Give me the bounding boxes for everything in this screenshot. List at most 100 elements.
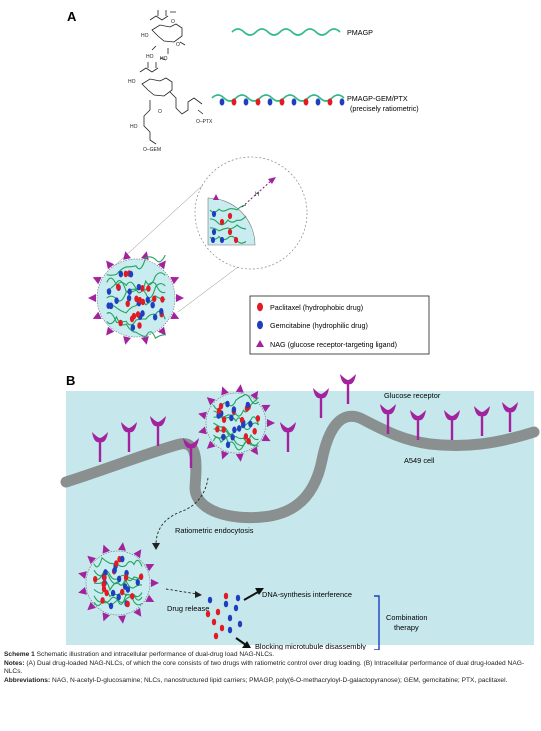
legend-item-gemcitabine: Gemcitabine (hydrophilic drug) — [257, 320, 368, 330]
paclitaxel-marker — [215, 608, 221, 616]
paclitaxel-marker — [120, 588, 125, 596]
microtubule-label: Blocking microtubule disassembly — [255, 642, 366, 650]
nag-ligand — [123, 336, 131, 345]
gemcitabine-marker — [225, 441, 231, 449]
gemcitabine-marker — [237, 620, 243, 628]
polymer-chain — [213, 397, 259, 419]
paclitaxel-marker — [255, 415, 261, 422]
paclitaxel-marker — [223, 592, 229, 600]
paclitaxel-marker — [118, 319, 123, 327]
nag-ligand — [87, 555, 96, 565]
nag-ligand — [198, 411, 207, 420]
nag-ligand — [145, 563, 155, 572]
nanoparticle-a — [88, 251, 184, 345]
panel-a-label: A — [67, 9, 77, 24]
gemcitabine-marker — [267, 98, 273, 106]
gem-tag: O–GEM — [143, 147, 161, 153]
svg-text:NAG (glucose receptor-targetin: NAG (glucose receptor-targeting ligand) — [270, 340, 397, 349]
gemcitabine-marker — [116, 593, 121, 601]
glucose-receptor-icon — [474, 406, 490, 417]
nag-ligand — [78, 587, 87, 595]
nag-ligand — [206, 397, 216, 406]
paclitaxel-marker — [218, 402, 224, 410]
gemcitabine-marker — [128, 270, 134, 278]
paclitaxel-marker — [246, 437, 251, 445]
nag-ligand — [133, 549, 142, 559]
zoom-circle — [194, 156, 308, 270]
svg-text:HO: HO — [141, 33, 149, 39]
paclitaxel-marker — [102, 574, 107, 581]
nag-ligand — [118, 615, 126, 624]
paclitaxel-marker — [131, 312, 137, 320]
svg-text:Gemcitabine (hydrophilic drug): Gemcitabine (hydrophilic drug) — [270, 321, 368, 330]
nag-ligand — [106, 326, 115, 336]
nag-ligand — [92, 311, 102, 319]
paclitaxel-marker — [219, 624, 225, 632]
abbreviations-label: Abbreviations: — [4, 676, 51, 684]
nag-ligand — [88, 294, 96, 302]
released-drugs — [205, 592, 243, 640]
release-arrow-icon — [195, 591, 202, 598]
glucose-receptor-icon — [280, 422, 296, 433]
svg-text:O: O — [176, 42, 180, 48]
combination-bracket — [374, 595, 380, 650]
ptx-tag: O–PTX — [196, 119, 213, 125]
gemcitabine-marker — [135, 579, 140, 586]
glucose-receptor-icon — [121, 422, 137, 433]
gemcitabine-marker — [225, 400, 230, 408]
paclitaxel-marker — [327, 98, 333, 106]
chain-drug-markers — [219, 98, 345, 106]
gemcitabine-marker — [110, 589, 116, 597]
polymer-chain — [212, 435, 259, 447]
nag-ligand — [151, 579, 159, 587]
paclitaxel-marker — [303, 98, 309, 106]
paclitaxel-marker — [160, 296, 165, 303]
paclitaxel-marker — [252, 427, 257, 435]
gemcitabine-marker — [112, 566, 117, 574]
gemcitabine-marker — [241, 421, 246, 429]
paclitaxel-marker — [135, 311, 141, 318]
svg-text:Paclitaxel (hydrophobic drug): Paclitaxel (hydrophobic drug) — [270, 303, 363, 312]
svg-text:HO: HO — [160, 56, 168, 62]
notes-label: Notes: — [4, 659, 25, 667]
glucose-receptor-icon — [92, 432, 108, 443]
glucose-receptor-icon — [502, 402, 518, 413]
nag-ligand — [102, 544, 111, 554]
nag-ligand — [250, 446, 259, 456]
a549-cell-label: A549 cell — [404, 456, 435, 465]
paclitaxel-marker — [114, 560, 119, 567]
paclitaxel-marker — [213, 632, 219, 640]
pmagp-drug-label: PMAGP-GEM/PTX — [347, 94, 408, 103]
gemcitabine-marker — [221, 433, 226, 441]
red-oval-icon — [257, 302, 263, 312]
pmagp-label: PMAGP — [347, 28, 373, 37]
nag-ligand — [213, 194, 219, 200]
polymer-chain — [213, 422, 259, 442]
gemcitabine-marker — [243, 98, 249, 106]
legend-box — [249, 295, 430, 355]
gemcitabine-marker — [227, 626, 233, 634]
nanoparticle-bound — [198, 384, 275, 462]
nag-ligand — [261, 433, 271, 442]
polymer-chain — [106, 254, 166, 276]
paclitaxel-marker — [125, 300, 130, 308]
gemcitabine-marker — [231, 406, 237, 413]
paclitaxel-marker — [205, 610, 211, 618]
nag-ligand — [118, 542, 126, 551]
gemcitabine-marker — [108, 602, 114, 610]
nag-ligand — [267, 419, 275, 427]
gemcitabine-marker — [106, 288, 112, 295]
glucose-receptor-icon — [380, 404, 396, 415]
gemcitabine-marker — [159, 308, 164, 315]
glucose-receptors — [92, 374, 518, 468]
nag-ligand — [206, 440, 216, 449]
gemcitabine-marker — [248, 420, 253, 428]
pmagp-chain — [231, 28, 341, 36]
polymer-chain — [106, 295, 166, 314]
nag-ligand — [170, 277, 180, 285]
paclitaxel-marker — [152, 295, 157, 303]
paclitaxel-marker — [279, 98, 285, 106]
nag-ligand — [123, 251, 131, 260]
nanoparticle-internalized — [78, 542, 159, 624]
